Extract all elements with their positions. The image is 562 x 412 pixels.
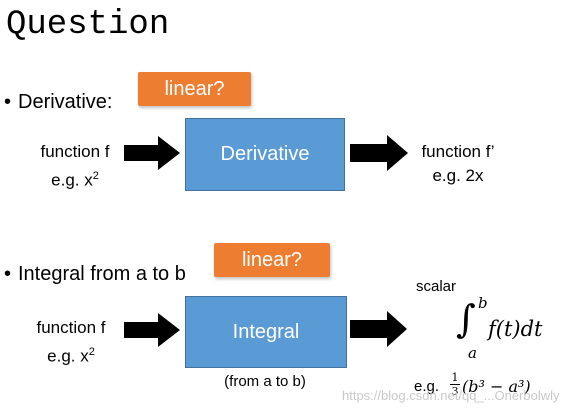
page-title: Question (6, 6, 170, 44)
derivative-output: function f’ e.g. 2x (408, 140, 508, 188)
integral-box: Integral (185, 296, 347, 368)
integral-example-expr: (b³ − a³) (462, 377, 531, 396)
arrow-right-icon (350, 311, 407, 347)
bullet-dot: • (4, 91, 12, 113)
integral-example-fraction: 1 3 (450, 372, 460, 397)
integral-heading: Integral from a to b (18, 263, 186, 285)
fraction-bar (450, 384, 460, 385)
integral-example-prefix: e.g. (414, 378, 440, 395)
arrow-right-icon (350, 135, 408, 171)
bullet-dot: • (4, 263, 12, 285)
derivative-box: Derivative (185, 118, 345, 191)
fraction-numerator: 1 (451, 371, 459, 384)
integral-sign-icon: ∫ (456, 297, 476, 341)
watermark-text: https://blog.csdn.net/qq_...Onerbolwly (342, 388, 560, 403)
derivative-input-line1: function f (40, 142, 110, 161)
integral-lower-limit: a (468, 344, 477, 362)
integral-input-line2: e.g. x2 (47, 346, 95, 366)
derivative-heading: Derivative: (18, 91, 113, 113)
integral-box-caption: (from a to b) (224, 373, 306, 390)
arrow-right-icon (124, 136, 180, 170)
integral-upper-limit: b (478, 294, 488, 312)
fraction-denominator: 3 (451, 385, 459, 398)
derivative-input-line2: e.g. x2 (51, 170, 99, 190)
derivative-bullet: • Derivative: (4, 92, 112, 112)
derivative-output-line1: function f’ (421, 142, 495, 161)
derivative-input: function f e.g. x2 (20, 140, 130, 193)
integral-linear-tag: linear? (214, 243, 330, 277)
integral-input: function f e.g. x2 (16, 316, 126, 369)
arrow-right-icon (124, 313, 180, 347)
integral-bullet: • Integral from a to b (4, 264, 186, 284)
integral-input-line1: function f (36, 318, 106, 337)
integral-body: f(t)dt (488, 317, 543, 341)
integral-output-caption: scalar (415, 278, 456, 295)
derivative-linear-tag: linear? (138, 72, 251, 106)
derivative-output-line2: e.g. 2x (432, 166, 484, 185)
